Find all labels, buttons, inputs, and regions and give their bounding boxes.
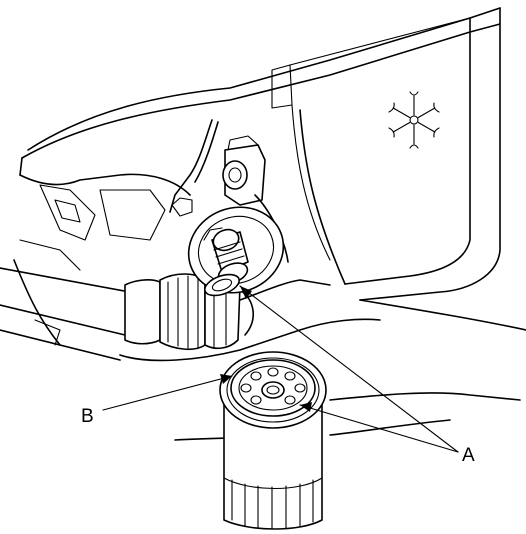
- lower-contour: [174, 299, 526, 441]
- arrowheads: [220, 286, 312, 412]
- body-panel: [19, 7, 501, 301]
- drain-symbol-icon: [388, 91, 440, 149]
- filter-threaded-nipple: [187, 206, 285, 297]
- drive-shaft: [0, 267, 381, 362]
- filter-mount-bracket: [169, 119, 331, 301]
- callout-leaders: [102, 285, 459, 453]
- filter-inlet-holes: [240, 367, 306, 405]
- callout-label-a: A: [462, 445, 475, 466]
- oil-filter: [219, 351, 327, 530]
- callout-label-b: B: [81, 406, 94, 427]
